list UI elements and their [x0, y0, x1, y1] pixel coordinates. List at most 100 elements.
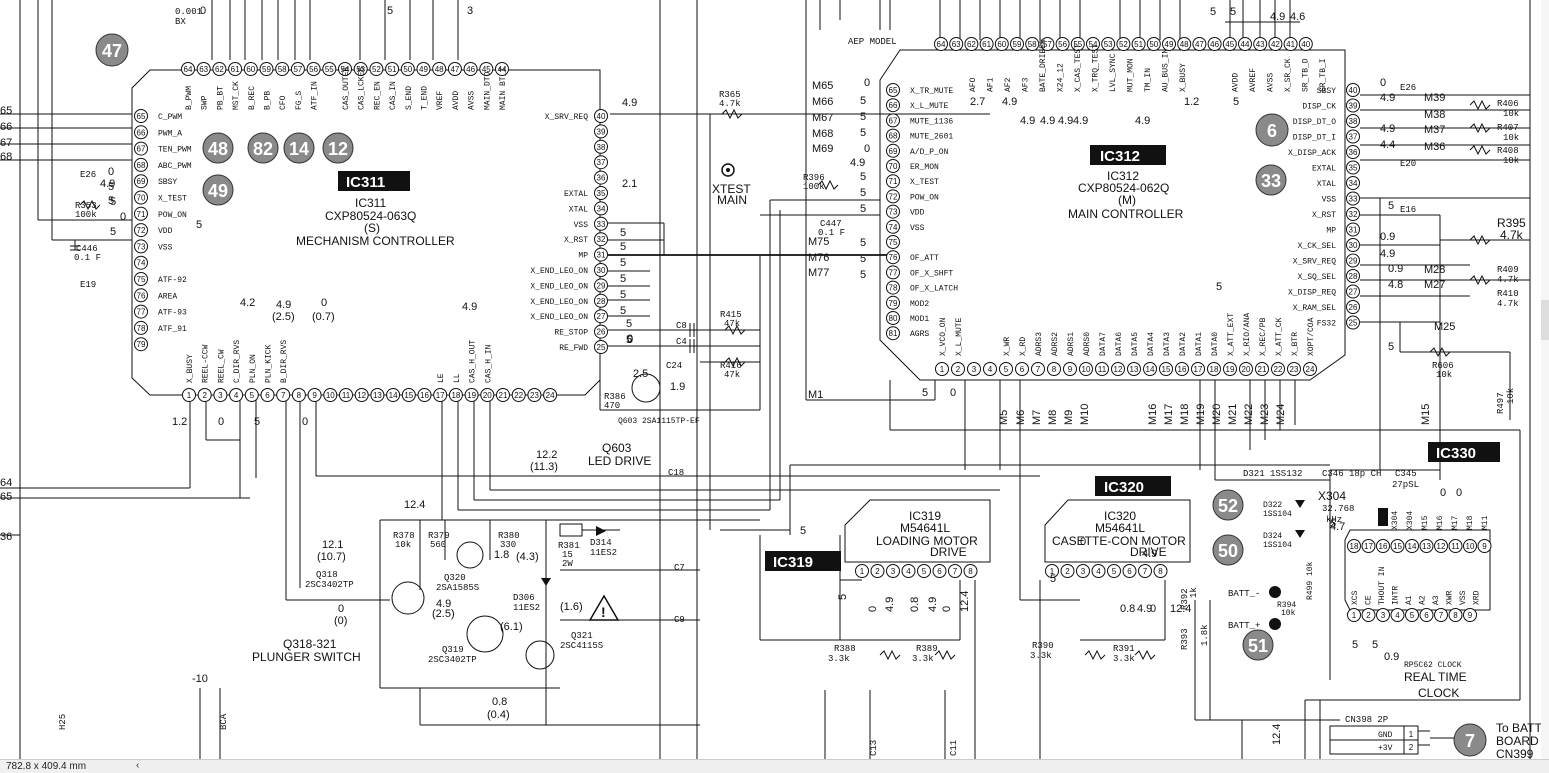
x304-label: X304 [1318, 489, 1346, 503]
svg-text:31: 31 [597, 251, 606, 260]
ic312-right-pins: 40SBSY39DISP_CK38DISP_DT_O37DISP_DT_I36X… [1288, 83, 1360, 330]
e26-right: E26 [1400, 83, 1416, 93]
ic312-pin-34: 34 [1346, 176, 1360, 190]
svg-text:53: 53 [1104, 40, 1113, 49]
ic312-pin-label-7: ADRS3 [1035, 332, 1044, 356]
cn398-pin1: GND [1378, 731, 1393, 740]
svg-text:68: 68 [137, 161, 146, 170]
net-label-r-m27: M27 [1424, 279, 1445, 291]
svg-text:53: 53 [356, 65, 365, 74]
ic312-variant: (M) [1118, 193, 1136, 207]
ic312-top-label-17: AVSS [1267, 73, 1276, 92]
ic311-pin-73: 73 [134, 239, 148, 254]
svg-text:17: 17 [1364, 542, 1373, 551]
ic312-pin-label-9: ADRS1 [1067, 332, 1076, 356]
ic312-pin-66: 66 [886, 98, 900, 113]
volt-v_ic320-1: 4.9 [1142, 548, 1157, 560]
ic330-pin-10: 10 [1463, 539, 1477, 553]
ic319-part: M54641L [900, 521, 950, 535]
ic311-pin-label-47: AVDD [452, 91, 461, 110]
volt-v_misc-5: 0 [627, 333, 633, 345]
svg-text:51: 51 [388, 65, 397, 74]
document-size-text: 782.8 x 409.4 mm [6, 761, 87, 772]
vertical-scroll-thumb[interactable] [1541, 300, 1549, 340]
net-label-r-m37: M37 [1424, 124, 1445, 136]
volt-v_q318-1: (10.7) [317, 551, 346, 563]
ic312-pin-79: 79 [886, 295, 900, 310]
volt-v_ic311_left-0: 0 [108, 166, 114, 178]
ic312-pin-65: 65 [886, 83, 900, 97]
v-ic312-agrs: -10 [192, 673, 208, 685]
ic312-pin-58: 58 [1025, 37, 1040, 51]
batt-minus-label: BATT_- [1228, 589, 1260, 599]
r606-name: R606 [1432, 361, 1454, 371]
r391-value: 3.3k [1113, 654, 1135, 664]
d324-name: D324 [1263, 532, 1282, 541]
left-edge-label-2: 67 [0, 137, 12, 149]
d306-part: 11ES2 [513, 603, 540, 613]
svg-text:16: 16 [1178, 365, 1187, 374]
ic312-pin-53: 53 [1101, 37, 1116, 51]
r409-value: 4.7k [1497, 275, 1519, 285]
volt-v_ic319-0: 0 [867, 606, 879, 612]
volt-v_ic312_top-0: 2.7 [970, 96, 985, 108]
ic312-pin-64: 64 [934, 37, 948, 51]
volt-v_ic311_bottom-2: (2.5) [272, 311, 295, 323]
svg-text:62: 62 [215, 65, 224, 74]
volt-v_misc-2: (11.3) [530, 461, 558, 473]
ic312-pin-73: 73 [886, 204, 900, 219]
svg-text:4: 4 [1096, 567, 1101, 576]
r499-label: R499 10k [1306, 561, 1315, 600]
volt-v_ic312_right-1: 4.9 [1380, 92, 1395, 104]
ic312-pin-47: 47 [1192, 37, 1207, 51]
ic311-pin-23: 23 [527, 388, 542, 402]
ic320-pin-7: 7 [1138, 564, 1152, 578]
ic312-pin-label-16: DATA2 [1179, 332, 1188, 356]
volt-v_ic311_bottom-9: 4.9 [462, 301, 477, 313]
r389-value: 3.3k [912, 654, 934, 664]
svg-text:57: 57 [293, 65, 302, 74]
ic312-pin-40: 40 [1346, 83, 1360, 97]
ic312-top-label-9: MUT_MON [1127, 58, 1136, 92]
vertical-scrollbar[interactable] [1541, 0, 1549, 759]
ic311-pin-label-29: X_END_LEO_ON [530, 282, 588, 291]
ic311-pin-label-4: C_DIR_RVS [233, 340, 242, 383]
svg-text:61: 61 [982, 40, 991, 49]
svg-text:6: 6 [937, 567, 942, 576]
ic312-pin-label-19: X_ATT_EXT [1227, 313, 1236, 356]
volt-v_ic311_left-4: 4.9 [100, 178, 115, 190]
ic311-pin-61: 61 [228, 62, 243, 76]
batt-plus-label: BATT_+ [1228, 621, 1260, 631]
c13-label: C13 [869, 740, 879, 756]
svg-text:46: 46 [466, 65, 475, 74]
volt-v_ic312_left-7: 5 [860, 187, 866, 199]
ic311-pin-32: 32 [594, 232, 608, 247]
scroll-left-arrow-icon[interactable]: ‹ [136, 760, 140, 771]
ic312-pin-label-27: X_DISP_REQ [1288, 289, 1336, 298]
ic311-pin-label-70: X_TEST [158, 195, 187, 204]
svg-text:78: 78 [889, 284, 898, 293]
svg-text:12: 12 [357, 391, 366, 400]
ic312-pin-label-13: DATA5 [1131, 332, 1140, 356]
ic311-pin-31: 31 [594, 247, 608, 262]
ic311-pin-label-2: REEL-CCW [202, 344, 211, 383]
ic312-pin-label-37: DISP_DT_I [1293, 134, 1336, 143]
svg-text:41: 41 [1286, 40, 1295, 49]
svg-text:3: 3 [1081, 567, 1086, 576]
volt-v_ic312_top-7: 1.2 [1184, 96, 1199, 108]
ic311-pin-label-34: XTAL [569, 205, 588, 214]
svg-text:35: 35 [597, 189, 606, 198]
ic311-pin-label-17: LE [437, 373, 446, 383]
svg-text:36: 36 [597, 174, 606, 183]
ic311-pin-label-18: LL [453, 373, 462, 383]
ic312-pin-label-39: DISP_CK [1302, 103, 1336, 112]
aep-model-text: AEP MODEL [848, 37, 897, 47]
